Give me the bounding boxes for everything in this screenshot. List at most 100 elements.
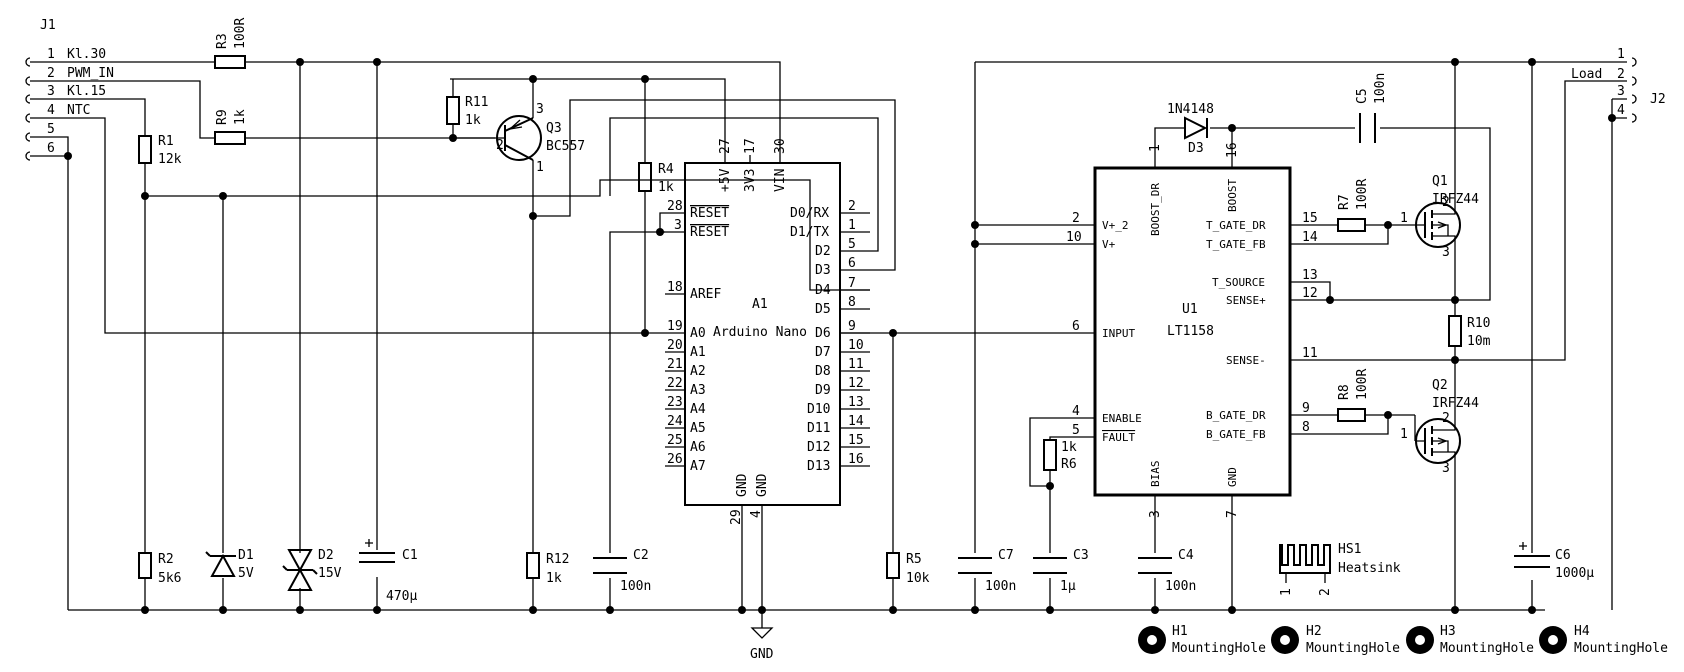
u1-pin-number: 2 [1072,211,1080,226]
a1-pin-number: 12 [848,376,864,391]
j1-pin-number: 4 [47,103,55,118]
a1-pin-name: +5V [718,168,733,192]
a1-pin-number: 30 [773,138,788,154]
u1-pin-name: SENSE+ [1226,294,1266,307]
h4-ref: H4 [1574,624,1590,639]
a1-pin-number: 10 [848,338,864,353]
j1-pin-4: 4 NTC [25,103,90,123]
j1-pin-number: 6 [47,141,55,156]
r6-ref: R6 [1061,457,1077,472]
junction [1228,606,1236,614]
a1-pin-number: 24 [667,414,683,429]
j1-pin-3: 3 Kl.15 [25,84,106,104]
a1-pin-name: D4 [815,283,831,298]
j2-pin-number: 2 [1617,67,1625,82]
a1-pin-number: 8 [848,295,856,310]
a1-pin-name: D1/TX [790,225,829,240]
a1-pin-number: 26 [667,452,683,467]
resistor-r3: R3 100R [214,18,248,69]
j1-pin-number: 2 [47,66,55,81]
hs1-pin-number: 2 [1318,588,1333,596]
u1-pin-name: INPUT [1102,327,1135,340]
junction [219,606,227,614]
d1-value: 5V [238,566,254,581]
gnd-symbol: GND [750,627,774,662]
j1-pin-1: 1 Kl.30 [25,47,106,67]
a1-pin-name: RESET [690,225,729,240]
a1-pin-number: 17 [743,138,758,154]
c2-value: 100n [620,579,651,594]
q1-value: IRFZ44 [1432,192,1479,207]
a1-pin-number: 11 [848,357,864,372]
u1-pin-name: B_GATE_DR [1206,409,1266,422]
capacitor-c5: C5 100n [1355,73,1388,143]
junction [373,606,381,614]
c1-value: 470µ [386,589,417,604]
u1-pin-number: 8 [1302,420,1310,435]
a1-pin-number: 21 [667,357,683,372]
mounting-hole-h4: H4 MountingHole [1539,624,1668,656]
u1-pin-name: SENSE- [1226,354,1266,367]
c4-ref: C4 [1178,548,1194,563]
q3-value: BC557 [546,139,585,154]
junction [1046,606,1054,614]
j2-pin-number: 4 [1617,103,1625,118]
u1-pin-number: 4 [1072,404,1080,419]
d1-ref: D1 [238,548,254,563]
c6-ref: C6 [1555,548,1571,563]
junction [529,75,537,83]
junction [373,58,381,66]
a1-pin-number: 18 [667,280,683,295]
q2-value: IRFZ44 [1432,396,1479,411]
a1-pin-name: GND [755,473,770,497]
junction [656,228,664,236]
resistor-r10: R10 10m [1448,315,1491,349]
r1-value: 12k [158,152,182,167]
mosfet-q2: 1 2 3 Q2 IRFZ44 [1400,378,1479,476]
resistor-r7: R7 100R [1337,179,1370,232]
junction [1528,58,1536,66]
c3-value: 1µ [1060,579,1076,594]
u1-pin-number: 11 [1302,346,1318,361]
j1-pin-name: PWM_IN [67,66,114,81]
gnd-label: GND [750,647,774,662]
j1-pin-6: 6 [25,141,55,161]
zener-diode-d1: D1 5V [205,548,254,581]
arduino-nano-a1: A1 Arduino Nano 27 +5V 17 3V3 30 VIN 28 … [665,138,870,525]
a1-pin-name: D0/RX [790,206,829,221]
junction [606,606,614,614]
resistor-r1: R1 12k [138,134,182,167]
q2-pin-number: 2 [1442,411,1450,426]
a1-value: Arduino Nano [713,325,807,340]
a1-pin-name: D11 [807,421,830,436]
junction [1384,221,1392,229]
q2-pin-number: 1 [1400,427,1408,442]
u1-pin-name: T_GATE_DR [1206,219,1266,232]
junction [529,212,537,220]
junction [219,192,227,200]
u1-pin-name: BOOST_DR [1149,183,1162,236]
a1-pin-name: D3 [815,263,831,278]
c7-value: 100n [985,579,1016,594]
r11-ref: R11 [465,95,488,110]
h1-value: MountingHole [1172,641,1266,656]
a1-pin-name: AREF [690,287,721,302]
j2-pin-3: 3 [1617,84,1637,104]
u1-pin-name: ENABLE [1102,412,1142,425]
resistor-r2: R2 5k6 [138,552,181,586]
q3-ref: Q3 [546,121,562,136]
h3-ref: H3 [1440,624,1456,639]
resistor-r12: R12 1k [526,552,569,586]
a1-pin-name: A3 [690,383,706,398]
j1-pin-2: 2 PWM_IN [25,66,114,86]
junction [1326,296,1334,304]
a1-pin-number: 22 [667,376,683,391]
junction [1451,356,1459,364]
junction [1608,114,1616,122]
c2-ref: C2 [633,548,649,563]
a1-pin-name: D6 [815,326,831,341]
wires [30,61,1627,628]
a1-pin-number: 25 [667,433,683,448]
j1-pin-number: 5 [47,122,55,137]
junction [889,606,897,614]
